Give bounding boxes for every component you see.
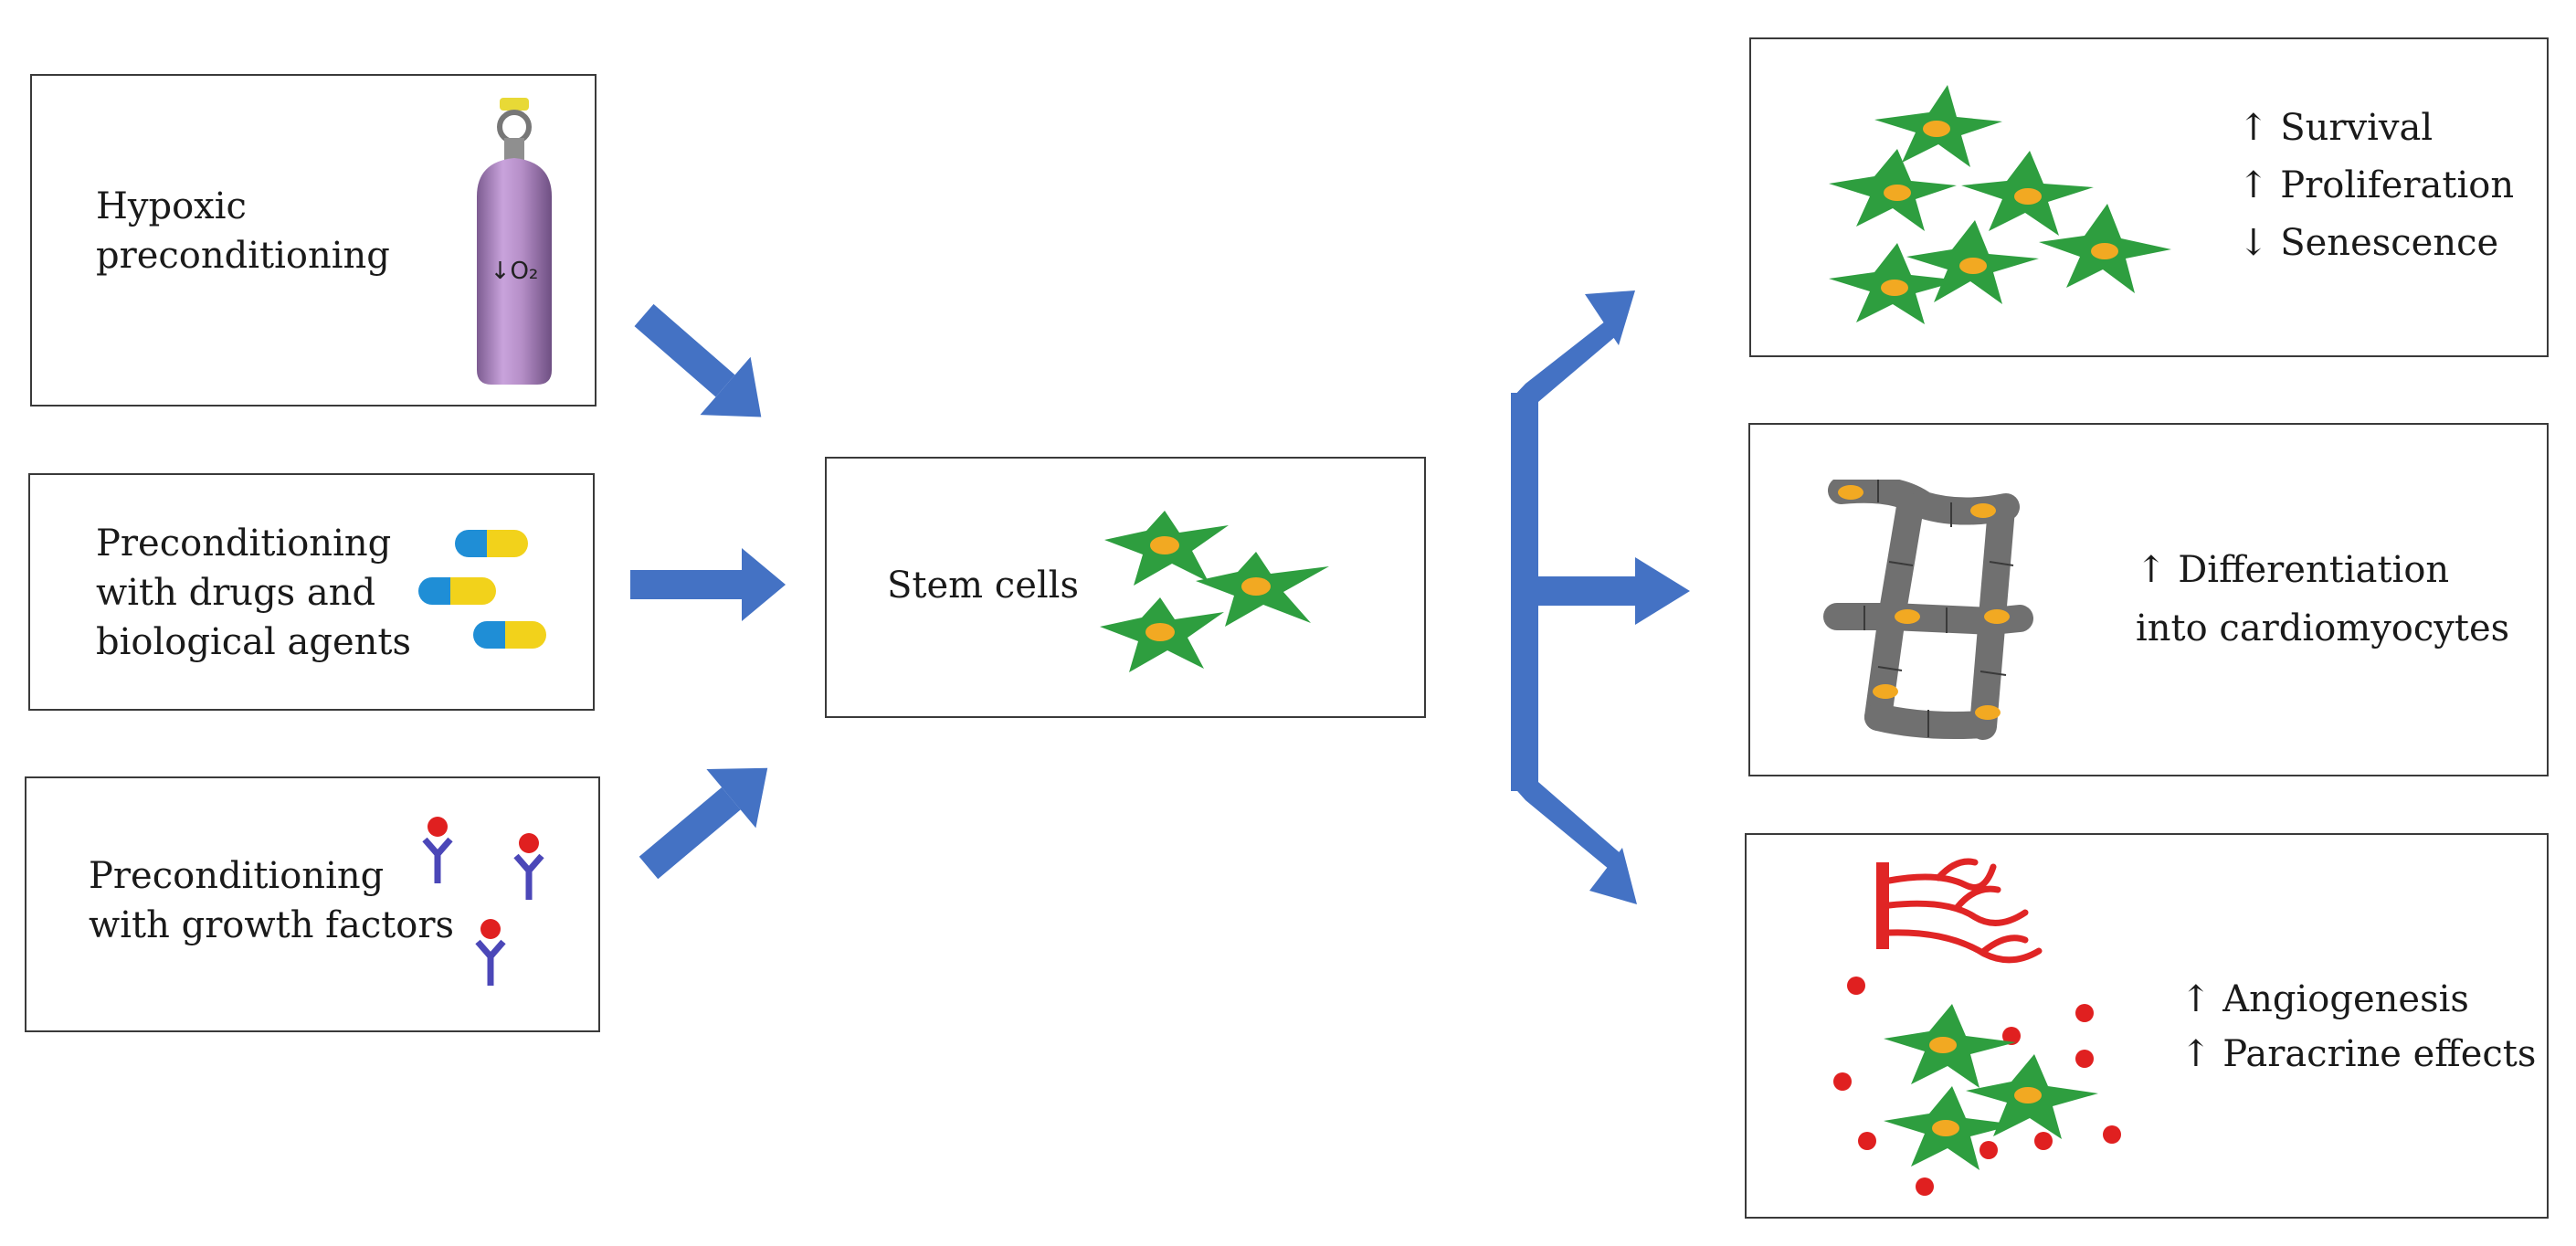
arrow-drugs-to-stem <box>630 548 786 621</box>
stem-cells-label: Stem cells <box>887 565 1079 607</box>
arrow-growth-to-stem <box>639 767 768 880</box>
label-line: biological agents <box>96 621 411 663</box>
growth-factor-receptor-icon <box>422 817 544 986</box>
branching-arrow-to-outcomes <box>1511 290 1690 904</box>
differentiation-effects: ↑ Differentiation into cardiomyocytes <box>2136 541 2509 658</box>
arrow-hypoxic-to-stem <box>634 303 762 417</box>
stem-cell <box>1104 511 1229 586</box>
effect-line: into cardiomyocytes <box>2136 607 2510 649</box>
label-line: Hypoxic <box>96 185 247 227</box>
receptor-with-ligand <box>475 919 506 986</box>
secreted-factors <box>1833 977 2121 1196</box>
label-line: with drugs and <box>96 572 376 614</box>
outcome-box-survival: ↑ Survival ↑ Proliferation ↓ Senescence <box>1749 37 2549 357</box>
growth-label: Preconditioning with growth factors <box>89 851 454 950</box>
label-line: preconditioning <box>96 235 390 277</box>
effect-line: ↑ Differentiation <box>2136 549 2450 591</box>
input-box-hypoxic: Hypoxic preconditioning ↓O₂ <box>30 74 596 407</box>
effect-line: ↑ Survival <box>2238 107 2433 149</box>
effect-line: ↑ Angiogenesis <box>2180 978 2469 1020</box>
receptor-with-ligand <box>513 833 544 900</box>
capsule <box>455 530 528 557</box>
stem-cells-icon <box>1100 511 1329 672</box>
angiogenesis-effects: ↑ Angiogenesis ↑ Paracrine effects <box>2180 972 2536 1082</box>
drugs-label: Preconditioning with drugs and biologica… <box>96 519 411 667</box>
capsule <box>473 621 546 649</box>
oxygen-tank-icon: ↓O₂ <box>477 98 552 385</box>
effect-line: ↑ Paracrine effects <box>2180 1033 2537 1075</box>
tank-label: ↓O₂ <box>491 258 539 285</box>
capsule <box>418 577 496 605</box>
stem-cell <box>1100 597 1224 672</box>
receptor-with-ligand <box>422 817 453 883</box>
cardiomyocyte-network-icon <box>1823 480 2033 740</box>
cell-cluster-icon <box>1829 85 2171 324</box>
hypoxic-label: Hypoxic preconditioning <box>96 182 390 280</box>
survival-effects: ↑ Survival ↑ Proliferation ↓ Senescence <box>2238 100 2514 272</box>
label-line: with growth factors <box>89 904 455 946</box>
input-box-growth-factors: Preconditioning with growth factors <box>25 776 600 1032</box>
outcome-box-angiogenesis: ↑ Angiogenesis ↑ Paracrine effects <box>1745 833 2549 1219</box>
stem-cells-box: Stem cells <box>825 457 1426 718</box>
outcome-box-differentiation: ↑ Differentiation into cardiomyocytes <box>1748 423 2549 776</box>
input-box-drugs: Preconditioning with drugs and biologica… <box>28 473 595 711</box>
blood-vessel <box>1876 858 2043 964</box>
label-line: Preconditioning <box>89 855 385 897</box>
effect-line: ↑ Proliferation <box>2238 164 2515 206</box>
label-line: Preconditioning <box>96 523 392 565</box>
stem-cell <box>1196 552 1329 627</box>
vessel-and-secretion-icon <box>1833 858 2121 1196</box>
capsules-icon <box>418 530 546 649</box>
effect-line: ↓ Senescence <box>2238 222 2499 264</box>
